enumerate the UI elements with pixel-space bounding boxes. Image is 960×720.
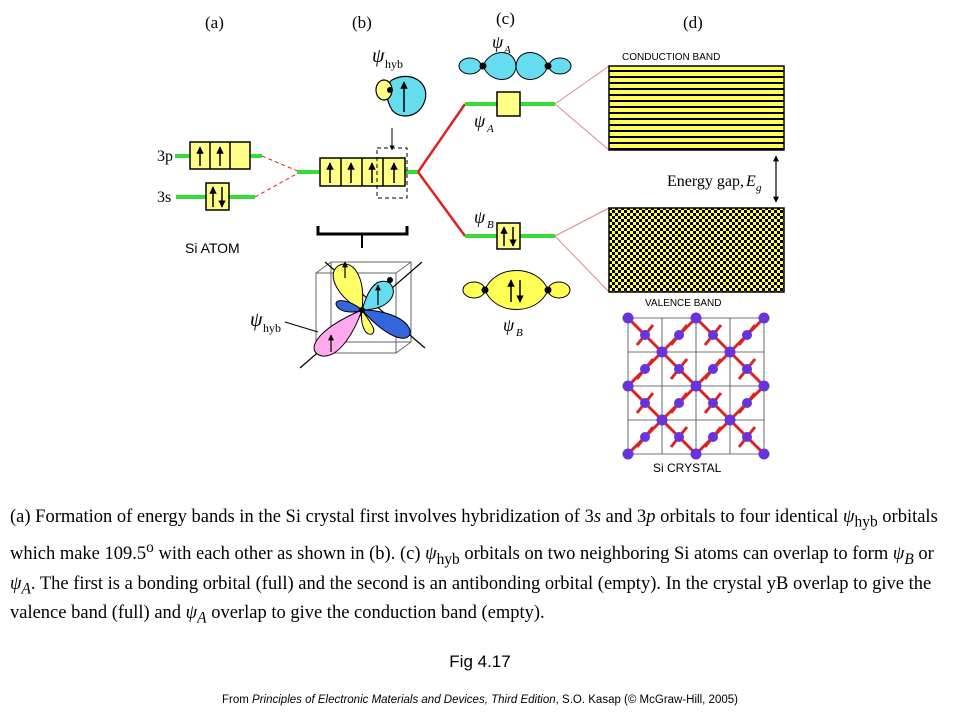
- crystal-atom: [640, 330, 650, 340]
- crystal-atom: [674, 398, 684, 408]
- energy-gap-prefix: Energy gap,: [667, 173, 744, 190]
- panel-label-d: (d): [683, 13, 703, 32]
- crystal-atom: [640, 432, 650, 442]
- psi-a-symbol: ψ: [474, 111, 486, 131]
- energy-gap-symbol: E: [745, 173, 756, 190]
- crystal-atom: [724, 346, 736, 358]
- psi-hyb-top-sub: hyb: [385, 57, 403, 71]
- crystal-atom: [758, 448, 770, 460]
- s-orbital-box: [205, 182, 230, 211]
- psi-a-top-sub: A: [503, 44, 511, 56]
- valence-band-label: VALENCE BAND: [645, 298, 722, 309]
- source-credit: From Principles of Electronic Materials …: [222, 694, 738, 706]
- crystal-atom: [690, 448, 702, 460]
- crystal-atom: [690, 380, 702, 392]
- si-atom-title: Si ATOM: [185, 240, 240, 256]
- psi-a-top-symbol: ψ: [492, 32, 504, 52]
- si-atom-levels: 3p 3s Si ATOM: [157, 141, 301, 256]
- crystal-atom: [742, 432, 752, 442]
- psi-hyb-side-sub: hyb: [263, 321, 281, 335]
- tetrahedral-orbitals-icon: [299, 261, 426, 369]
- hybrid-lobe-icon: [386, 75, 427, 117]
- si-crystal-label: Si CRYSTAL: [653, 461, 722, 475]
- psi-b-sub: B: [487, 219, 494, 231]
- crystal-atom: [758, 380, 770, 392]
- crystal-atom: [640, 364, 650, 374]
- crystal-atom: [690, 312, 702, 324]
- conduction-band: [608, 65, 785, 151]
- energy-bands: CONDUCTION BAND Energy gap, E g VALENCE …: [608, 52, 785, 475]
- crystal-atom: [656, 346, 668, 358]
- crystal-atom: [674, 330, 684, 340]
- crystal-atom: [674, 432, 684, 442]
- energy-band-diagram: (a) (b) (c) (d) 3p 3s Si ATOM ψ hyb: [157, 9, 785, 475]
- crystal-atom: [708, 330, 718, 340]
- level-3p-label: 3p: [157, 148, 173, 165]
- si-crystal-lattice-icon: [622, 312, 770, 460]
- figure-number: Fig 4.17: [449, 652, 511, 671]
- psi-a-box: [496, 91, 521, 117]
- molecular-orbitals: ψ A ψ A ψ B ψ B: [458, 32, 610, 339]
- split-line-up: [416, 103, 467, 173]
- crystal-atom: [674, 364, 684, 374]
- panel-label-a: (a): [205, 13, 224, 32]
- crystal-atom: [708, 398, 718, 408]
- crystal-atom: [640, 398, 650, 408]
- panel-label-b: (b): [352, 13, 372, 32]
- level-3s-label: 3s: [157, 189, 171, 206]
- psi-b-box: [496, 222, 521, 250]
- bracket: [316, 226, 409, 236]
- split-line-down: [416, 171, 467, 237]
- crystal-atom: [742, 398, 752, 408]
- psi-b-bottom-sub: B: [516, 327, 523, 339]
- valence-band: [608, 207, 785, 293]
- crystal-atom: [758, 312, 770, 324]
- antibonding-lobe-icon: [458, 57, 482, 75]
- crystal-atom: [622, 448, 634, 460]
- psi-hyb-top-symbol: ψ: [372, 45, 385, 67]
- psi-hyb-side-symbol: ψ: [250, 309, 263, 331]
- hybrid-orbitals: ψ hyb: [250, 45, 427, 369]
- crystal-atom: [724, 414, 736, 426]
- crystal-atom: [622, 312, 634, 324]
- psi-b-symbol: ψ: [474, 207, 486, 227]
- crystal-atom: [708, 432, 718, 442]
- crystal-atom: [742, 364, 752, 374]
- crystal-atom: [622, 380, 634, 392]
- crystal-atom: [708, 364, 718, 374]
- psi-a-sub: A: [486, 123, 494, 135]
- psi-b-bottom-symbol: ψ: [503, 315, 515, 335]
- conduction-band-label: CONDUCTION BAND: [622, 52, 720, 63]
- panel-label-c: (c): [496, 9, 515, 28]
- energy-gap-sub: g: [756, 182, 762, 194]
- selected-orbital-highlight: [376, 147, 408, 199]
- crystal-atom: [656, 414, 668, 426]
- figure-caption: (a) Formation of energy bands in the Si …: [10, 507, 938, 627]
- crystal-atom: [742, 330, 752, 340]
